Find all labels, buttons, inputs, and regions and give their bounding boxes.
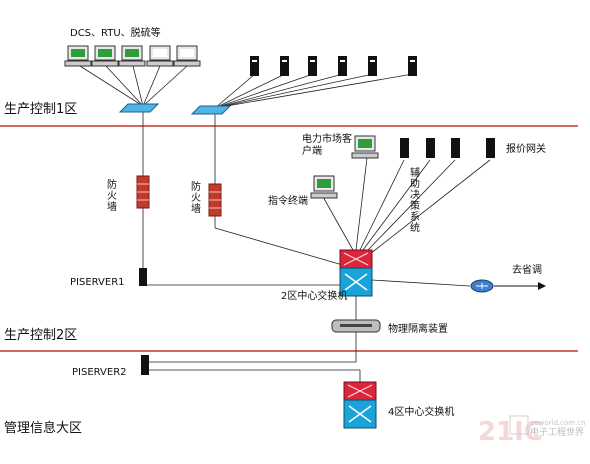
- mgmt-zone-label: 管理信息大区: [4, 421, 83, 436]
- firewall-right: [208, 183, 222, 217]
- market-client-label: 电力市场客户端: [302, 134, 352, 157]
- market-client-monitor: [351, 135, 379, 159]
- firewall-right-label: 防火墙: [191, 182, 201, 215]
- link-firewall-to-switch: [214, 227, 354, 269]
- watermark-logo: 21IC 电子工程世界 eeworld.com.cn: [478, 415, 586, 447]
- command-terminal-label: 指令终端: [268, 196, 308, 207]
- dcs-links: [79, 65, 188, 107]
- aux-tower-1: [400, 138, 409, 158]
- switch-zone2-label: 2区中心交换机: [281, 291, 348, 302]
- switch-zone2-icon: [339, 249, 373, 297]
- watermark-site: eeworld.com.cn: [530, 419, 586, 427]
- isolation-device-icon: [331, 319, 381, 333]
- server-tower-4: [338, 56, 347, 76]
- piserver2-icon: [141, 355, 149, 375]
- aux-system-label: 辅助决策系统: [410, 168, 420, 234]
- zone2-label: 生产控制2区: [4, 328, 78, 343]
- isolation-label: 物理隔离装置: [388, 324, 448, 335]
- aux-tower-2: [426, 138, 435, 158]
- dcs-computer-1: [64, 45, 92, 67]
- zone1-label: 生产控制1区: [4, 102, 78, 117]
- command-terminal-monitor: [310, 175, 338, 199]
- quote-gateway-tower: [486, 138, 495, 158]
- piserver2-label: PISERVER2: [72, 367, 127, 378]
- aux-server-towers: [400, 138, 495, 158]
- server-tower-6: [408, 56, 417, 76]
- server-links: [214, 73, 414, 109]
- link-to-router: [371, 279, 471, 287]
- to-province-label: 去省调: [512, 265, 542, 276]
- dcs-computer-2: [91, 45, 119, 67]
- firewall-left-label: 防火墙: [107, 180, 117, 213]
- zone1-hub-right: [190, 105, 232, 115]
- aux-tower-3: [451, 138, 460, 158]
- switch-zone4-icon: [343, 381, 377, 429]
- server-tower-3: [308, 56, 317, 76]
- router-icon: [470, 279, 494, 293]
- piserver1-label: PISERVER1: [70, 277, 125, 288]
- piserver1-icon: [139, 268, 147, 286]
- dcs-computer-5: [173, 45, 201, 67]
- watermark-brand: 电子工程世界: [530, 426, 584, 438]
- dcs-computer-3: [118, 45, 146, 67]
- server-tower-slots: [252, 60, 415, 62]
- firewall-left: [136, 175, 150, 209]
- server-tower-1: [250, 56, 259, 76]
- link-isolation-to-piserver2: [148, 332, 357, 363]
- server-towers: [250, 56, 417, 76]
- switch-zone4-label: 4区中心交换机: [388, 407, 455, 418]
- server-tower-2: [280, 56, 289, 76]
- quote-gateway-label: 报价网关: [506, 144, 546, 155]
- dcs-computer-4: [146, 45, 174, 67]
- dcs-label: DCS、RTU、脱硫等: [70, 28, 161, 39]
- zone1-hub-left: [118, 103, 160, 113]
- server-tower-5: [368, 56, 377, 76]
- switch-uplinks: [321, 157, 491, 255]
